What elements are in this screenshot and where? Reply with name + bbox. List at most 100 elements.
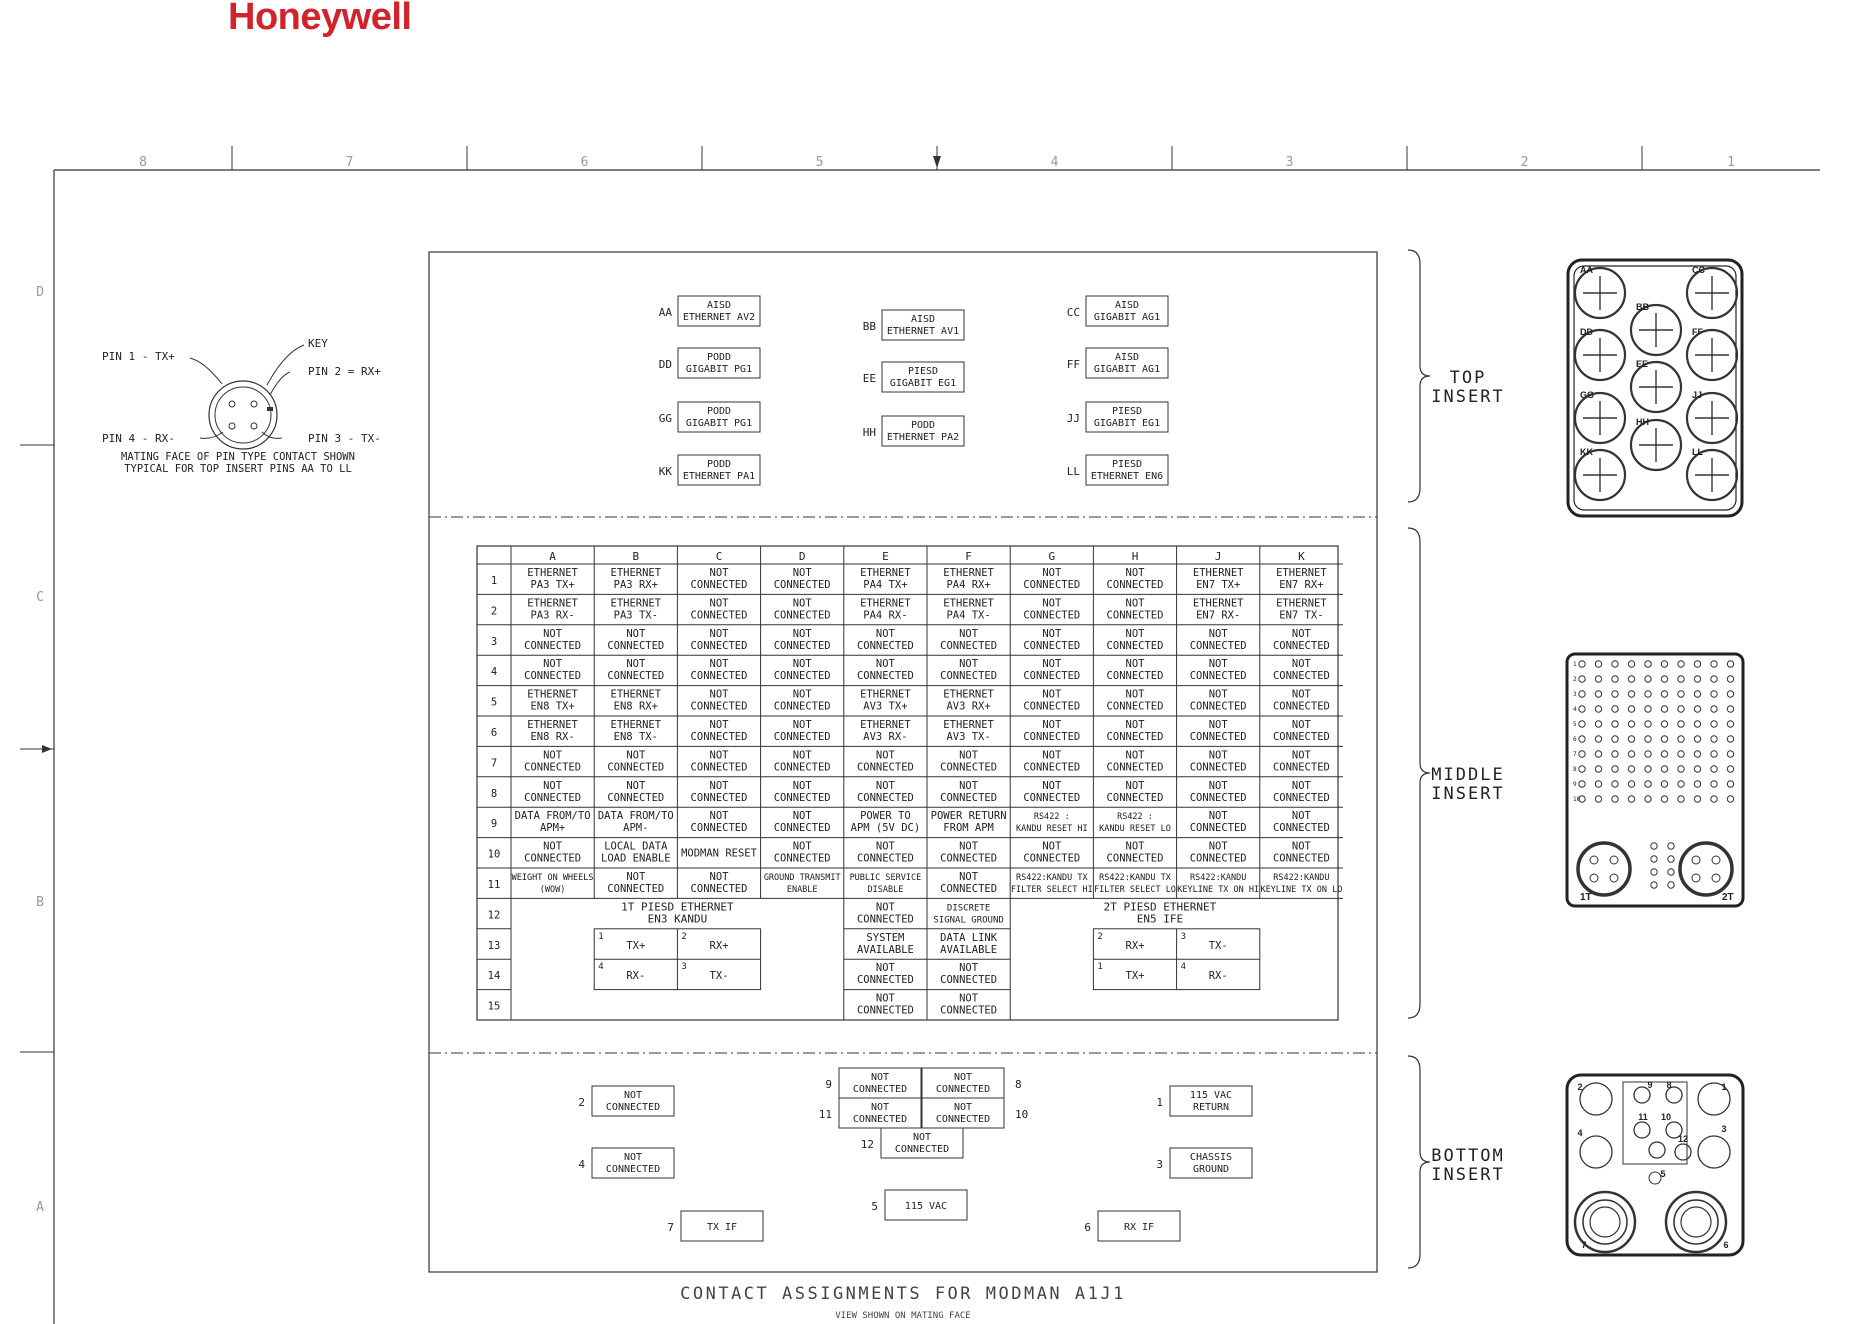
table-cell-text: CONNECTED <box>1023 731 1080 743</box>
top-insert-pin-desc: PODD <box>707 352 731 363</box>
top-insert-pin-desc: GIGABIT PG1 <box>686 364 752 375</box>
table-cell-text: EN7 RX+ <box>1279 579 1323 591</box>
table-cell-text: NOT <box>1209 841 1229 853</box>
kandu-ethernet-block-pin-number: 1 <box>598 932 603 942</box>
table-cell-text: CONNECTED <box>524 792 581 804</box>
bottom-connector-contact-number: 6 <box>1723 1240 1728 1250</box>
table-cell-text: SYSTEM <box>866 932 904 944</box>
bottom-insert-pin-desc: CONNECTED <box>895 1144 949 1155</box>
table-cell-text: CONNECTED <box>1190 761 1247 773</box>
top-insert-pin-box <box>881 309 965 341</box>
table-cell-text: ENABLE <box>787 885 818 895</box>
table-cell-text: MODMAN RESET <box>681 848 758 860</box>
bottom-insert-pin-number: 9 <box>825 1078 832 1091</box>
bottom-insert-pin-number: 11 <box>819 1108 832 1121</box>
middle-connector-contact <box>1710 690 1718 698</box>
table-cell-text: NOT <box>710 780 730 792</box>
bottom-connector-coax-contact <box>1589 1206 1621 1238</box>
middle-connector-1t-contact <box>1576 841 1632 897</box>
drawing-caption: CONTACT ASSIGNMENTS FOR MODMAN A1J1 <box>680 1284 1126 1304</box>
middle-connector-contact <box>1677 720 1685 728</box>
table-row-number: 13 <box>488 940 501 952</box>
table-cell-text: CONNECTED <box>1190 853 1247 865</box>
top-connector-contact-label: EE <box>1636 359 1648 369</box>
pin-dot <box>250 422 258 430</box>
bottom-insert-pin-desc: NOT <box>871 1072 889 1083</box>
table-column-header: A <box>549 550 556 563</box>
middle-connector-contact <box>1710 720 1718 728</box>
top-insert-pin-desc: PODD <box>911 420 935 431</box>
table-cell-text: ETHERNET <box>611 689 662 701</box>
table-cell-text: NOT <box>876 780 896 792</box>
zone-label-side: C <box>36 590 44 605</box>
table-cell-text: CONNECTED <box>857 640 914 652</box>
table-cell-text: NOT <box>1126 841 1146 853</box>
middle-connector-contact <box>1726 660 1735 668</box>
table-cell-text: CONNECTED <box>857 792 914 804</box>
top-connector-contact <box>1685 448 1739 502</box>
table-cell-text: CONNECTED <box>1023 792 1080 804</box>
bottom-connector-contact-number: 12 <box>1678 1134 1688 1144</box>
table-cell-text: CONNECTED <box>774 609 831 621</box>
middle-connector-row-number: 9 <box>1573 781 1577 788</box>
middle-connector-contact <box>1667 868 1675 876</box>
table-cell-text: NOT <box>1209 810 1229 822</box>
pin-dot <box>250 400 258 408</box>
middle-connector-contact <box>1677 780 1685 788</box>
bottom-connector-center-block <box>1622 1081 1688 1165</box>
table-cell-text: NOT <box>1042 597 1062 609</box>
middle-connector-contact <box>1677 765 1685 773</box>
middle-connector-contact <box>1710 705 1718 713</box>
top-insert-pin-desc: PIESD <box>908 366 938 377</box>
table-cell-text: NOT <box>626 871 646 883</box>
middle-connector-contact <box>1726 780 1735 788</box>
table-cell-text: NOT <box>959 749 979 761</box>
bottom-connector-contact-number: 10 <box>1661 1112 1671 1122</box>
zone-label-top: 8 <box>139 155 147 170</box>
table-cell-text: CONNECTED <box>1023 640 1080 652</box>
bottom-insert-pin-desc: NOT <box>913 1132 931 1143</box>
table-cell-text: NOT <box>710 567 730 579</box>
table-cell-text: CONNECTED <box>524 853 581 865</box>
bottom-insert-pin-number: 1 <box>1156 1096 1163 1109</box>
top-insert-pin-box <box>1085 347 1169 379</box>
table-row-number: 2 <box>491 605 497 617</box>
table-cell-text: ETHERNET <box>527 597 578 609</box>
middle-connector-contact <box>1650 868 1658 876</box>
table-cell-text: FILTER SELECT HI <box>1011 885 1093 895</box>
table-cell-text: CONNECTED <box>1107 731 1164 743</box>
middle-connector-contact <box>1644 750 1652 758</box>
pin-detail-pin2: PIN 2 = RX+ <box>308 365 381 378</box>
middle-connector-contact <box>1611 765 1619 773</box>
table-cell-text: RS422:KANDU TX <box>1016 873 1089 883</box>
table-cell-text: CONNECTED <box>940 670 997 682</box>
middle-connector-row-number: 1 <box>1573 661 1577 668</box>
top-insert-pin-box <box>1085 401 1169 433</box>
top-insert-pin-desc: GIGABIT PG1 <box>686 418 752 429</box>
bottom-insert-pin-desc: 115 VAC <box>1190 1090 1232 1101</box>
zone-label-top: 4 <box>1051 155 1059 170</box>
table-cell-text: CONNECTED <box>1273 701 1330 713</box>
middle-connector-contact <box>1594 690 1603 698</box>
table-row-number: 11 <box>488 879 501 891</box>
middle-connector-contact <box>1611 690 1619 698</box>
table-cell-text: ETHERNET <box>611 719 662 731</box>
middle-connector-contact <box>1710 750 1718 758</box>
middle-connector-contact <box>1594 765 1603 773</box>
table-cell-text: CONNECTED <box>607 640 664 652</box>
middle-connector-row-number: 4 <box>1573 706 1577 713</box>
top-connector-contact-label: GG <box>1580 390 1594 400</box>
middle-connector-contact <box>1726 750 1735 758</box>
middle-connector-contact <box>1660 675 1669 683</box>
bottom-connector-contact-number: 2 <box>1577 1082 1582 1092</box>
key-notch-icon <box>267 407 273 411</box>
table-cell-text: ETHERNET <box>1193 567 1244 579</box>
table-cell-text: NOT <box>1292 780 1312 792</box>
top-connector-contact <box>1685 266 1739 320</box>
top-insert-brace <box>1407 249 1431 503</box>
pin-face-outer-circle <box>208 380 278 450</box>
middle-connector-contact <box>1644 765 1652 773</box>
top-connector-contact-label: LL <box>1692 447 1703 457</box>
table-cell-text: RS422 : <box>1034 812 1070 822</box>
